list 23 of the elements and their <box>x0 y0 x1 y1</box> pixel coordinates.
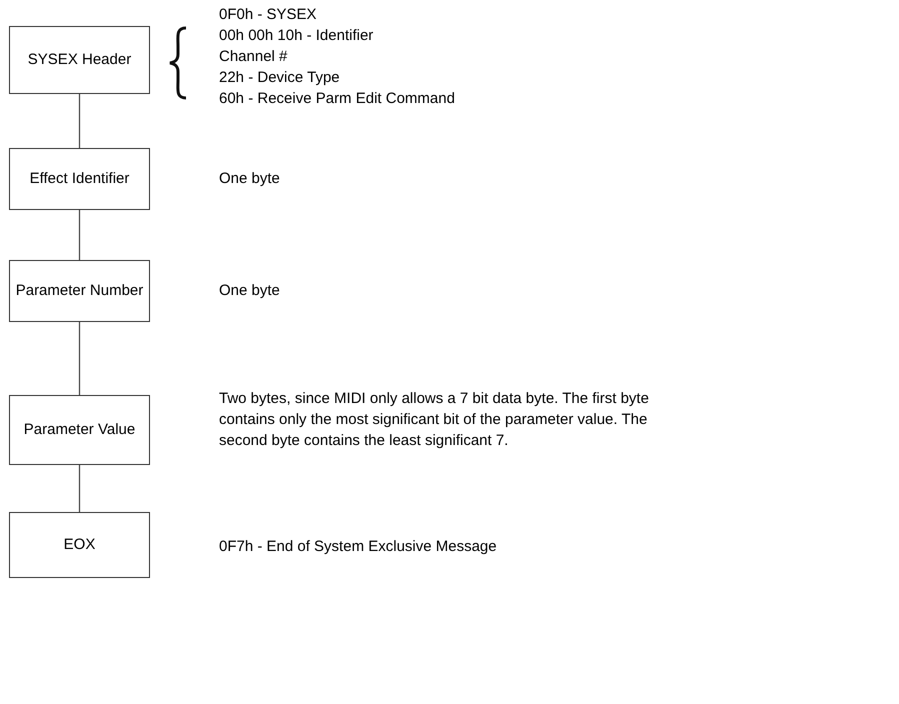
description-text: One byte <box>219 169 281 189</box>
description-text: 0F0h - SYSEX <box>219 5 318 25</box>
connector-line <box>78 94 80 148</box>
process-box <box>9 512 150 578</box>
process-box <box>9 260 150 322</box>
connector-line <box>78 322 80 395</box>
box-label: Parameter Value <box>24 420 136 440</box>
box-label: Parameter Number <box>16 282 144 300</box>
description-text: Two bytes, since MIDI only allows a 7 bit data byte. The first byte contains only the most significant bit of the parameter value. The second byte contains the least significant 7. <box>219 389 649 451</box>
box-label: Effect Identifier <box>30 170 130 188</box>
connector-line <box>78 210 80 260</box>
description-text: One byte <box>219 281 281 301</box>
description-text: 0F7h - End of System Exclusive Message <box>219 537 498 557</box>
box-label: SYSEX Header <box>28 50 132 70</box>
process-box <box>9 148 150 210</box>
connector-line <box>78 465 80 512</box>
description-text: 00h 00h 10h - Identifier <box>219 26 374 46</box>
box-label: EOX <box>64 536 96 554</box>
process-box <box>9 26 150 94</box>
process-box <box>9 395 150 465</box>
description-text: 22h - Device Type <box>219 68 341 88</box>
description-text: Channel # <box>219 47 288 67</box>
description-text: 60h - Receive Parm Edit Command <box>219 89 456 109</box>
